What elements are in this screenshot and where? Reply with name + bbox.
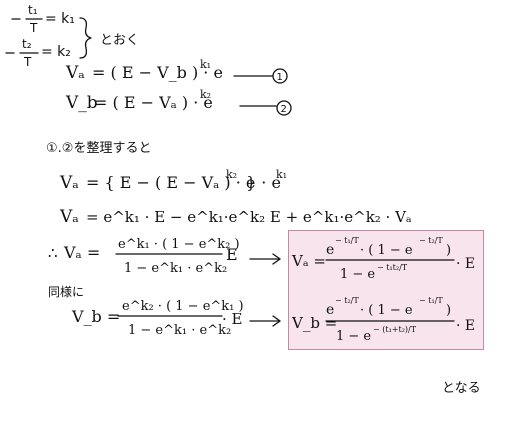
result-vb-num-exp1: − t₂/T	[335, 296, 359, 305]
result-va-num-base: e	[326, 242, 334, 258]
definition-k1: t₁ T = k₁	[11, 3, 75, 35]
solving-line-3: ∴ Vₐ = e^k₁ · ( 1 − e^k₂ ) 1 − e^k₁ · e^…	[48, 237, 281, 276]
definition-k2: t₂ T = k₂	[5, 37, 71, 69]
line4-numerator: e^k₂ · ( 1 − e^k₁ )	[122, 299, 244, 314]
result-vb-num-base: e	[326, 302, 334, 318]
result-va-num-exp1: − t₁/T	[335, 236, 359, 245]
line4-lhs: V_b =	[71, 307, 120, 326]
similar-note: 同様に	[48, 285, 84, 299]
result-va-den-base: 1 − e	[340, 267, 375, 282]
eq2-lhs: V_b	[65, 93, 98, 113]
result-va-den-exp: − t₁t₂/T	[377, 263, 408, 272]
arrow-1-head	[272, 253, 281, 265]
line2-rhs: = e^k₁ · E − e^k₁·e^k₂ E + e^k₁·e^k₂ · V…	[86, 208, 412, 226]
solving-intro: ①.②を整理すると	[46, 141, 151, 156]
therefore-symbol: ∴	[48, 244, 58, 262]
result-vb-E: · E	[456, 318, 475, 334]
result-highlight-box	[288, 230, 484, 350]
line1-exponent-1: k₂	[226, 168, 237, 181]
def1-denominator: T	[29, 21, 38, 35]
right-brace	[79, 17, 92, 59]
eq1-exponent: k₁	[200, 58, 211, 71]
line1-rhs: = { E − ( E − Vₐ ) · e	[86, 173, 255, 192]
result-va: Vₐ = e − t₁/T · ( 1 − e − t₂/T ) 1 − e −…	[291, 236, 475, 282]
line2-lhs: Vₐ	[59, 207, 79, 227]
line3-denominator: 1 − e^k₁ · e^k₂	[124, 261, 227, 276]
result-vb-num-close: )	[446, 303, 451, 318]
result-vb-den-base: 1 − e	[336, 329, 371, 344]
equation-1: Vₐ = ( E − V_b ) · e k₁ 1	[65, 58, 288, 84]
eq2-tag: 2	[281, 104, 287, 115]
line1-lhs: Vₐ	[59, 173, 79, 193]
solving-line-1: Vₐ = { E − ( E − Vₐ ) · e k₂ } · e k₁	[59, 168, 287, 193]
line4-denominator: 1 − e^k₁ · e^k₂	[128, 323, 231, 338]
result-va-num-close: )	[446, 243, 451, 258]
arrow-2-head	[272, 315, 281, 327]
line3-numerator: e^k₁ · ( 1 − e^k₂ )	[118, 237, 240, 252]
result-va-E: · E	[456, 256, 475, 272]
conclusion-text: となる	[442, 381, 481, 396]
result-va-num-mid: · ( 1 − e	[360, 243, 413, 258]
result-va-num-exp2: − t₂/T	[419, 236, 443, 245]
eq2-exponent: k₂	[200, 88, 211, 101]
line4-E: · E	[222, 310, 243, 328]
line3-E: E	[226, 245, 238, 264]
eq1-rhs: = ( E − V_b ) · e	[92, 63, 223, 82]
def1-rhs: = k₁	[45, 11, 75, 27]
brace-note: とおく	[100, 33, 139, 48]
eq2-rhs: = ( E − Vₐ ) · e	[94, 93, 213, 112]
result-vb-lhs: V_b =	[291, 314, 337, 332]
eq1-lhs: Vₐ	[65, 63, 85, 83]
def1-numerator: t₁	[28, 3, 38, 17]
line3-lhs: Vₐ =	[63, 243, 100, 262]
result-va-lhs: Vₐ =	[291, 252, 326, 270]
eq1-tag: 1	[277, 72, 283, 83]
solving-line-4: V_b = e^k₂ · ( 1 − e^k₁ ) 1 − e^k₁ · e^k…	[71, 299, 281, 338]
solving-line-2: Vₐ = e^k₁ · E − e^k₁·e^k₂ E + e^k₁·e^k₂ …	[59, 207, 412, 227]
line1-exponent-2: k₁	[276, 168, 287, 181]
result-vb-num-exp2: − t₁/T	[419, 296, 443, 305]
line1-tail: } · e	[246, 173, 281, 192]
equation-2: V_b = ( E − Vₐ ) · e k₂ 2	[65, 88, 292, 116]
def2-denominator: T	[23, 55, 32, 69]
def2-rhs: = k₂	[41, 44, 71, 60]
result-vb-num-mid: · ( 1 − e	[360, 303, 413, 318]
result-vb-den-exp: − (t₁+t₂)/T	[373, 325, 417, 334]
result-vb: V_b = e − t₂/T · ( 1 − e − t₁/T ) 1 − e …	[291, 296, 475, 344]
def2-numerator: t₂	[22, 37, 32, 51]
